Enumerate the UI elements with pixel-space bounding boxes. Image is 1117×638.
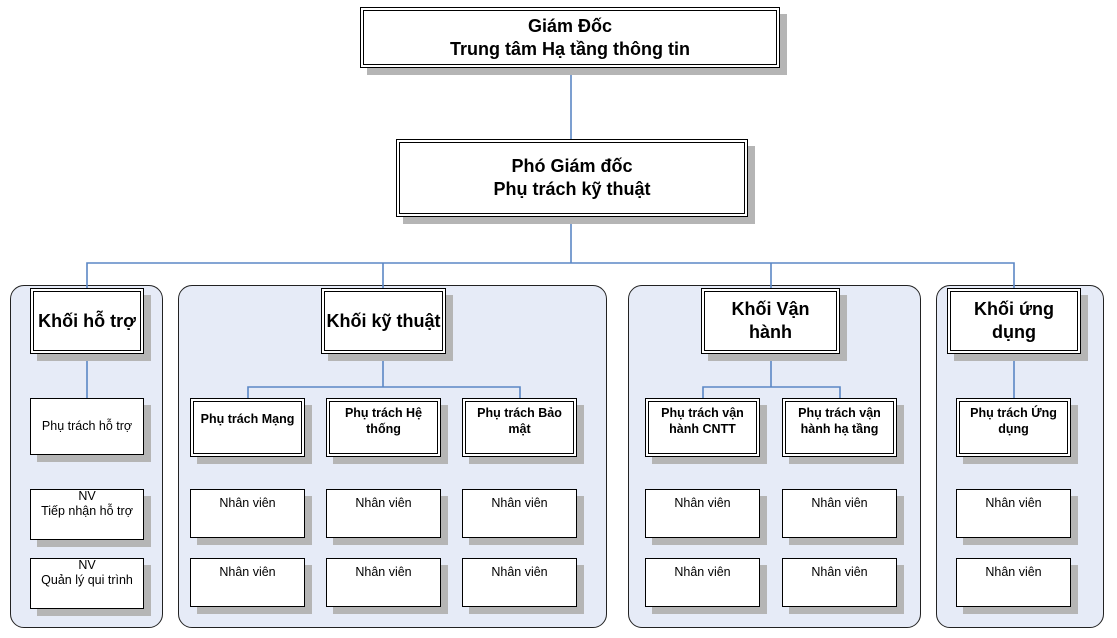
support-staff-box-1: NV Tiếp nhận hỗ trợ <box>30 489 144 540</box>
operations-team-lead-box: Phụ trách vận hành hạ tầng <box>782 398 897 457</box>
operations-division-header: Khối Vận hành <box>701 288 840 354</box>
deputy-box: Phó Giám đốc Phụ trách kỹ thuật <box>396 139 748 217</box>
staff-box: Nhân viên <box>645 558 760 607</box>
deputy-subtitle: Phụ trách kỹ thuật <box>493 179 651 199</box>
technical-team-lead-label: Phụ trách Bảo mật <box>477 406 562 436</box>
application-division-title: Khối ứng dụng <box>973 299 1054 342</box>
staff-label: Nhân viên <box>674 565 731 579</box>
operations-team-lead-box: Phụ trách vận hành CNTT <box>645 398 760 457</box>
support-division-header: Khối hỗ trợ <box>30 288 144 354</box>
operations-team-lead-label: Phụ trách vận hành CNTT <box>661 406 744 436</box>
staff-box: Nhân viên <box>462 558 577 607</box>
staff-label: Nhân viên <box>811 496 868 510</box>
operations-team-connector <box>702 386 841 398</box>
director-box: Giám Đốc Trung tâm Hạ tầng thông tin <box>360 7 780 68</box>
director-title: Giám Đốc <box>527 15 613 36</box>
operations-team-lead-label: Phụ trách vận hành hạ tầng <box>798 406 881 436</box>
staff-box: Nhân viên <box>645 489 760 538</box>
staff-label: Nhân viên <box>491 565 548 579</box>
application-lead-box: Phụ trách Ứng dụng <box>956 398 1071 457</box>
technical-team-lead-label: Phụ trách Mạng <box>200 412 295 426</box>
staff-box: Nhân viên <box>190 558 305 607</box>
staff-box: Nhân viên <box>956 558 1071 607</box>
support-lead-box: Phụ trách hỗ trợ <box>30 398 144 455</box>
application-lead-label: Phụ trách Ứng dụng <box>970 406 1057 436</box>
staff-label: Nhân viên <box>985 496 1042 510</box>
technical-team-lead-label: Phụ trách Hệ thống <box>344 406 423 436</box>
staff-box: Nhân viên <box>462 489 577 538</box>
director-subtitle: Trung tâm Hạ tầng thông tin <box>450 38 690 59</box>
division-bus-connector <box>86 262 1015 288</box>
staff-box: Nhân viên <box>326 558 441 607</box>
staff-label: Nhân viên <box>355 496 412 510</box>
support-staff-box-2: NV Quản lý qui trình <box>30 558 144 609</box>
support-staff-1-line1: NV <box>78 489 96 503</box>
support-staff-2-line2: Quản lý qui trình <box>41 573 133 587</box>
technical-team-connector <box>247 386 521 398</box>
operations-division-title: Khối Vận hành <box>731 299 810 342</box>
deputy-title: Phó Giám đốc <box>511 156 633 176</box>
technical-division-title: Khối kỹ thuật <box>326 310 441 331</box>
staff-label: Nhân viên <box>219 565 276 579</box>
staff-box: Nhân viên <box>782 558 897 607</box>
staff-label: Nhân viên <box>985 565 1042 579</box>
staff-box: Nhân viên <box>190 489 305 538</box>
staff-label: Nhân viên <box>219 496 276 510</box>
technical-team-lead-box: Phụ trách Bảo mật <box>462 398 577 457</box>
technical-division-header: Khối kỹ thuật <box>321 288 446 354</box>
staff-box: Nhân viên <box>956 489 1071 538</box>
technical-team-lead-box: Phụ trách Mạng <box>190 398 305 457</box>
staff-label: Nhân viên <box>355 565 412 579</box>
staff-label: Nhân viên <box>811 565 868 579</box>
support-staff-2-line1: NV <box>78 558 96 572</box>
staff-label: Nhân viên <box>674 496 731 510</box>
support-division-title: Khối hỗ trợ <box>38 310 136 331</box>
technical-team-lead-box: Phụ trách Hệ thống <box>326 398 441 457</box>
support-staff-1-line2: Tiếp nhận hỗ trợ <box>41 504 133 518</box>
staff-label: Nhân viên <box>491 496 548 510</box>
support-lead-label: Phụ trách hỗ trợ <box>41 419 133 433</box>
application-division-header: Khối ứng dụng <box>947 288 1081 354</box>
staff-box: Nhân viên <box>782 489 897 538</box>
staff-box: Nhân viên <box>326 489 441 538</box>
